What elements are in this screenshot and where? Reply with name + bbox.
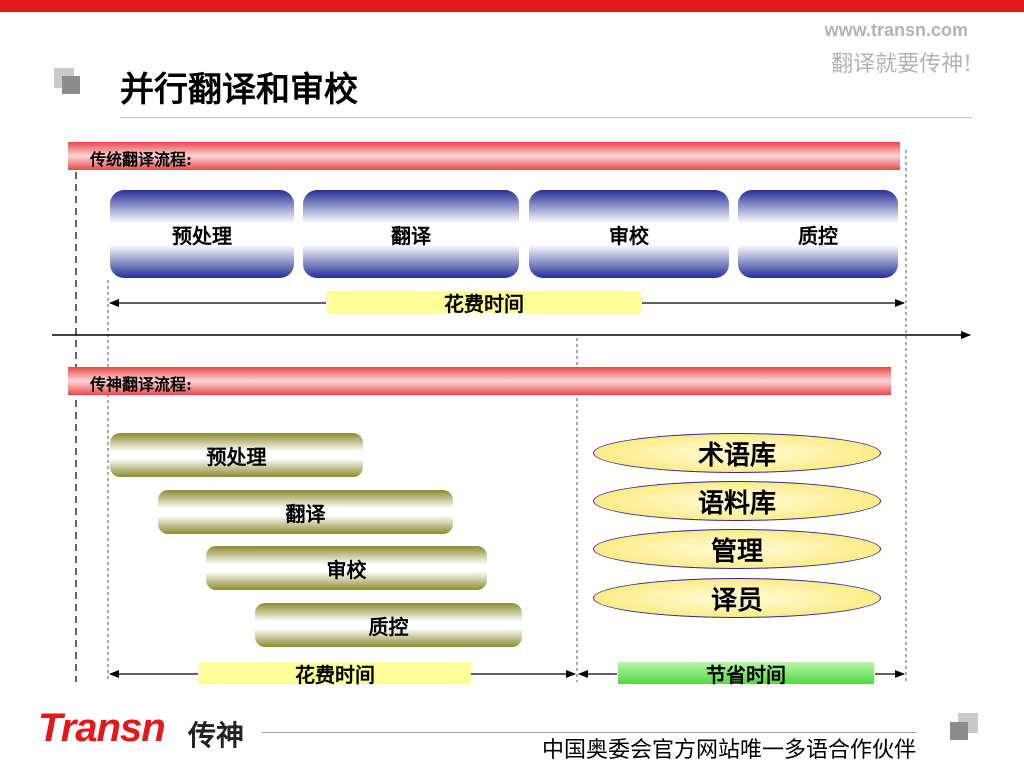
traditional-step-qc: 质控	[738, 190, 898, 278]
site-url: www.transn.com	[824, 20, 968, 40]
transn-step-qc: 质控	[255, 603, 522, 647]
top-red-bar	[0, 0, 1024, 12]
transn-time-label: 花费时间	[199, 662, 471, 687]
slogan: 翻译就要传神!	[831, 52, 972, 77]
transn-step-review: 审校	[206, 546, 487, 590]
resource-termbase: 术语库	[593, 433, 881, 473]
traditional-step-preprocess: 预处理	[110, 190, 294, 278]
traditional-process-label: 传统翻译流程:	[90, 150, 192, 169]
title-bullet-icon-shadow	[62, 76, 80, 94]
transn-step-preprocess: 预处理	[110, 433, 363, 477]
transn-process-label: 传神翻译流程:	[90, 375, 192, 394]
footer-square-icon-shadow	[950, 722, 968, 740]
resource-management: 管理	[593, 529, 881, 569]
resource-corpus: 语料库	[593, 481, 881, 521]
traditional-step-review: 审校	[529, 190, 729, 278]
traditional-process-banner: 传统翻译流程:	[68, 142, 900, 170]
footer-partner-text: 中国奥委会官方网站唯一多语合作伙伴	[541, 738, 916, 763]
resource-translators: 译员	[593, 578, 881, 618]
title-divider	[120, 117, 972, 118]
transn-logo-cn: 传神	[188, 719, 245, 752]
transn-step-translate: 翻译	[158, 490, 453, 534]
transn-logo: Transn	[38, 706, 166, 750]
transn-process-banner: 传神翻译流程:	[68, 367, 891, 395]
traditional-step-translate: 翻译	[303, 190, 519, 278]
saved-time-label: 节省时间	[618, 662, 874, 687]
page-title: 并行翻译和审校	[120, 70, 358, 110]
footer-divider	[262, 732, 916, 733]
traditional-time-label: 花费时间	[327, 291, 641, 316]
